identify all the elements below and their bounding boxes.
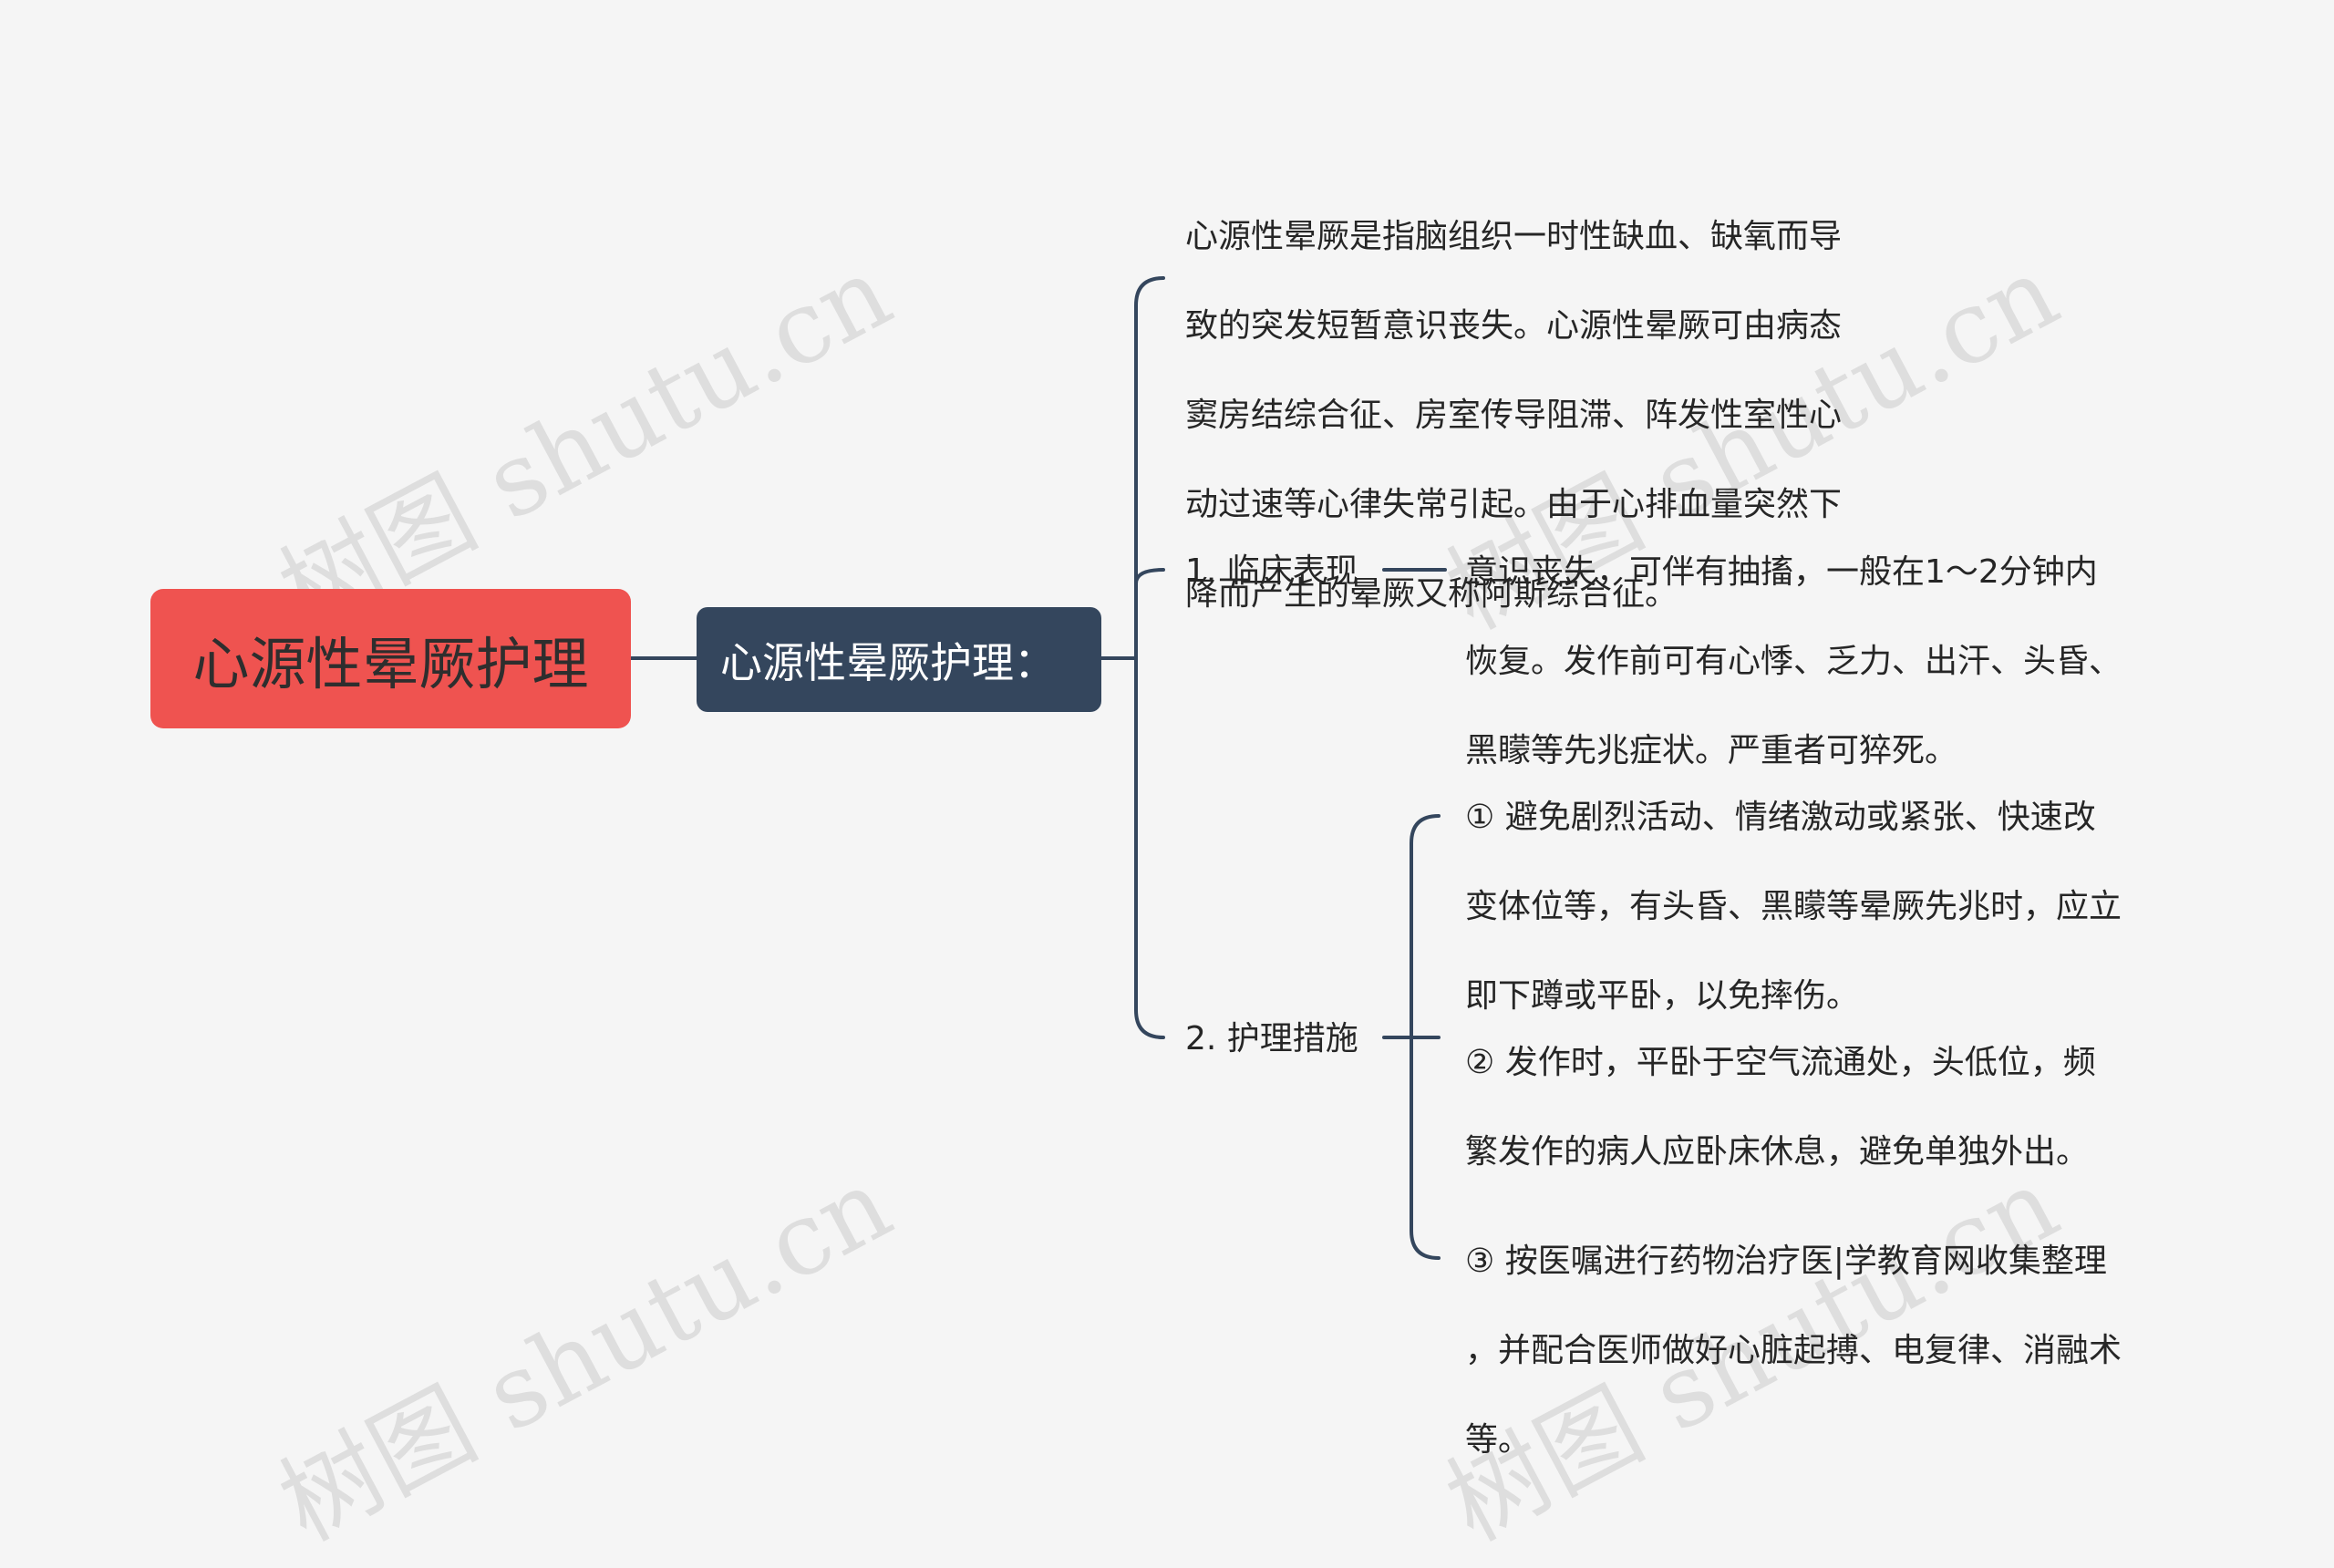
text-line: 变体位等，有头昏、黑矇等晕厥先兆时，应立: [1465, 888, 2122, 925]
text-line: ，并配合医师做好心脏起搏、电复律、消融术: [1465, 1332, 2122, 1369]
text-line: 动过速等心律失常引起。由于心排血量突然下: [1185, 486, 1843, 523]
definition-text[interactable]: 心源性晕厥是指脑组织一时性缺血、缺氧而导 致的突发短暂意识丧失。心源性晕厥可由病…: [1185, 170, 1915, 661]
text-line: 恢复。发作前可有心悸、乏力、出汗、头昏、: [1465, 643, 2122, 680]
connector-lines: [629, 276, 1447, 1260]
root-label: 心源性晕厥护理: [192, 630, 589, 697]
text-line: 降而产生的晕厥又称阿斯综合征。: [1185, 575, 1678, 613]
nursing-label[interactable]: 2. 护理措施: [1185, 1020, 1358, 1057]
text-line: 致的突发短暂意识丧失。心源性晕厥可由病态: [1185, 307, 1843, 345]
text-line: 繁发作的病人应卧床休息，避免单独外出。: [1465, 1133, 2090, 1171]
text-line: 即下蹲或平卧，以免摔伤。: [1465, 977, 1860, 1015]
trunk-line: [1134, 276, 1165, 1039]
text-line: 窦房结综合征、房室传导阻滞、阵发性室性心: [1185, 397, 1843, 434]
connector-clinical: [1134, 568, 1165, 585]
text-line: ② 发作时，平卧于空气流通处，头低位，频: [1465, 1044, 2096, 1081]
clinical-label[interactable]: 1. 临床表现: [1185, 552, 1358, 590]
text-line: 等。: [1465, 1421, 1532, 1459]
mind-map-canvas: 树图 shutu.cn 树图 shutu.cn 树图 shutu.cn 树图 s…: [150, 170, 2249, 1563]
text-line: 心源性晕厥是指脑组织一时性缺血、缺氧而导: [1185, 218, 1843, 255]
nursing-item-1[interactable]: ① 避免剧烈活动、情绪激动或紧张、快速改 变体位等，有头昏、黑矇等晕厥先兆时，应…: [1465, 750, 2249, 1063]
clinical-detail[interactable]: 意识丧失，可伴有抽搐，一般在1～2分钟内 恢复。发作前可有心悸、乏力、出汗、头昏…: [1465, 505, 2195, 818]
text-line: 黑矇等先兆症状。严重者可猝死。: [1465, 732, 1958, 769]
nursing-item-2[interactable]: ② 发作时，平卧于空气流通处，头低位，频 繁发作的病人应卧床休息，避免单独外出。: [1465, 995, 2249, 1219]
text-line: ③ 按医嘱进行药物治疗医|学教育网收集整理: [1465, 1243, 2107, 1280]
text-line: 意识丧失，可伴有抽搐，一般在1～2分钟内: [1465, 553, 2098, 591]
root-node[interactable]: 心源性晕厥护理: [150, 589, 631, 728]
text-line: ① 避免剧烈活动、情绪激动或紧张、快速改: [1465, 799, 2096, 836]
sub-node[interactable]: 心源性晕厥护理：: [697, 607, 1101, 712]
sub-label: 心源性晕厥护理：: [720, 637, 1056, 687]
nursing-item-3[interactable]: ③ 按医嘱进行药物治疗医|学教育网收集整理 ，并配合医师做好心脏起搏、电复律、消…: [1465, 1194, 2249, 1507]
